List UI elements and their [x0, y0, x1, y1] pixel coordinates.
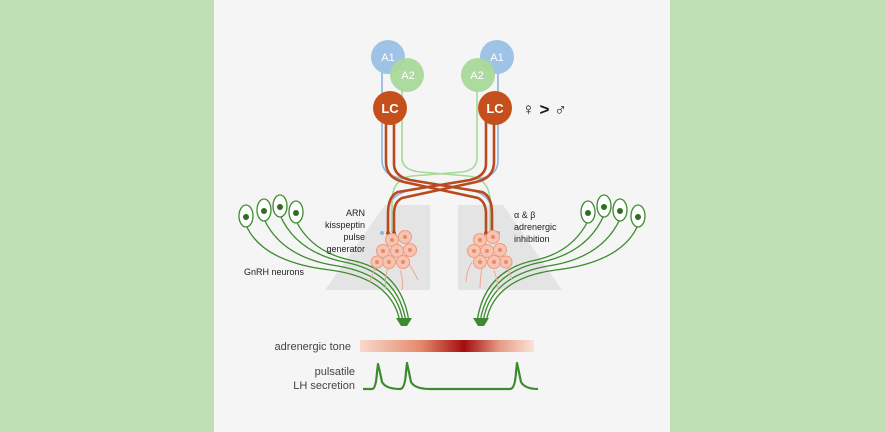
sex-difference-label: ♀ > ♂: [522, 100, 567, 119]
lc-label-left: LC: [381, 101, 399, 116]
adrenergic-tone-gradient-bar: [360, 340, 534, 352]
gnrh-neurons-label: GnRH neurons: [244, 267, 305, 277]
kisspeptin-cluster-left: [369, 230, 419, 291]
arn-label-line2: kisspeptin: [325, 220, 365, 230]
lc-node-right: [478, 91, 512, 125]
inhibition-label-line2: adrenergic: [514, 222, 557, 232]
lc-node-left: [373, 91, 407, 125]
inhibition-label-line1: α & β: [514, 210, 535, 220]
lc-label-right: LC: [486, 101, 504, 116]
pulsatile-label-line1: pulsatile: [315, 366, 355, 378]
arn-label-line4: generator: [326, 244, 365, 254]
a2-node-left: [390, 58, 424, 92]
a2-label-right: A2: [470, 70, 483, 82]
lh-pulse-trace: [363, 361, 539, 391]
a1-label-left: A1: [381, 52, 394, 64]
arn-label-line1: ARN: [346, 208, 365, 218]
arn-label-line3: pulse: [343, 232, 365, 242]
a2-node-right: [461, 58, 495, 92]
a1-label-right: A1: [490, 52, 503, 64]
tracts-red: [384, 120, 496, 232]
adrenergic-tone-label: adrenergic tone: [275, 341, 351, 353]
a2-label-left: A2: [401, 70, 414, 82]
gnrh-neurons-right: [473, 194, 646, 326]
inhibition-label-line3: inhibition: [514, 234, 550, 244]
gnrh-neurons-left: [238, 194, 412, 326]
tracts-green: [391, 85, 491, 232]
pulsatile-label-line2: LH secretion: [293, 380, 355, 392]
kisspeptin-cluster-right: [465, 230, 513, 291]
